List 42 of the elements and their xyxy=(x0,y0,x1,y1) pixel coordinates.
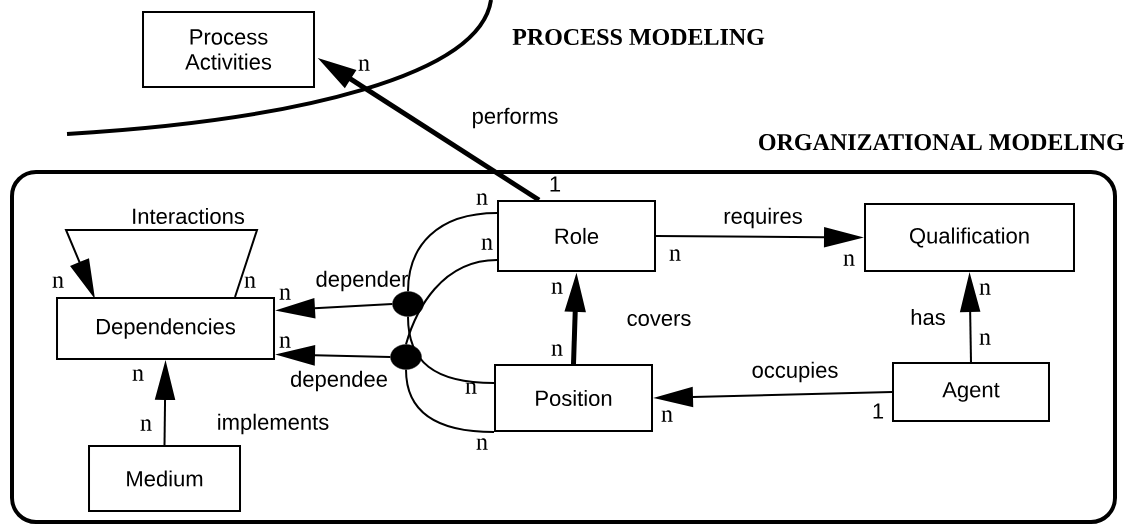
multiplicity-label: n xyxy=(140,419,152,431)
edge-label: covers xyxy=(627,313,691,327)
entity-box: Agent xyxy=(892,362,1050,422)
section-heading: PROCESS MODELING xyxy=(512,28,765,46)
multiplicity-label: n xyxy=(358,59,370,71)
entity-box: Position xyxy=(494,364,653,432)
multiplicity-label: n xyxy=(244,276,256,288)
edge-label: implements xyxy=(218,413,329,435)
multiplicity-label: n xyxy=(476,193,488,205)
multiplicity-label: n xyxy=(132,369,144,381)
multiplicity-label: n xyxy=(669,249,681,261)
multiplicity-label: n xyxy=(481,238,493,250)
multiplicity-label: 1 xyxy=(550,176,561,192)
multiplicity-label: n xyxy=(52,276,64,288)
multiplicity-label: n xyxy=(551,344,563,356)
entity-box: Qualification xyxy=(864,203,1075,272)
junction-dot xyxy=(390,344,422,370)
entity-box: Process Activities xyxy=(142,11,315,88)
multiplicity-label: n xyxy=(661,410,673,422)
entity-box: Role xyxy=(497,200,656,272)
connector-line xyxy=(407,212,498,293)
entity-box: Medium xyxy=(88,445,241,512)
multiplicity-label: n xyxy=(465,382,477,394)
junction-dot xyxy=(392,291,424,317)
edge-label: performs xyxy=(473,107,558,129)
multiplicity-label: n xyxy=(979,333,991,345)
entity-box: Dependencies xyxy=(56,297,275,360)
connector-line xyxy=(405,259,498,346)
edge-label: depender xyxy=(316,270,409,292)
multiplicity-label: n xyxy=(979,283,991,295)
connector-line xyxy=(405,368,495,433)
edge-label: requires xyxy=(724,207,802,229)
multiplicity-label: n xyxy=(476,438,488,450)
multiplicity-label: n xyxy=(551,282,563,294)
edge-label: dependee xyxy=(291,370,387,392)
edge-label: occupies xyxy=(752,361,838,383)
connector-line xyxy=(407,315,495,384)
edge-label: Interactions xyxy=(133,207,245,225)
multiplicity-label: 1 xyxy=(873,403,884,419)
group-heading: ORGANIZATIONAL MODELING xyxy=(759,134,1125,151)
multiplicity-label: n xyxy=(279,288,291,300)
edge-label: has xyxy=(911,308,945,326)
